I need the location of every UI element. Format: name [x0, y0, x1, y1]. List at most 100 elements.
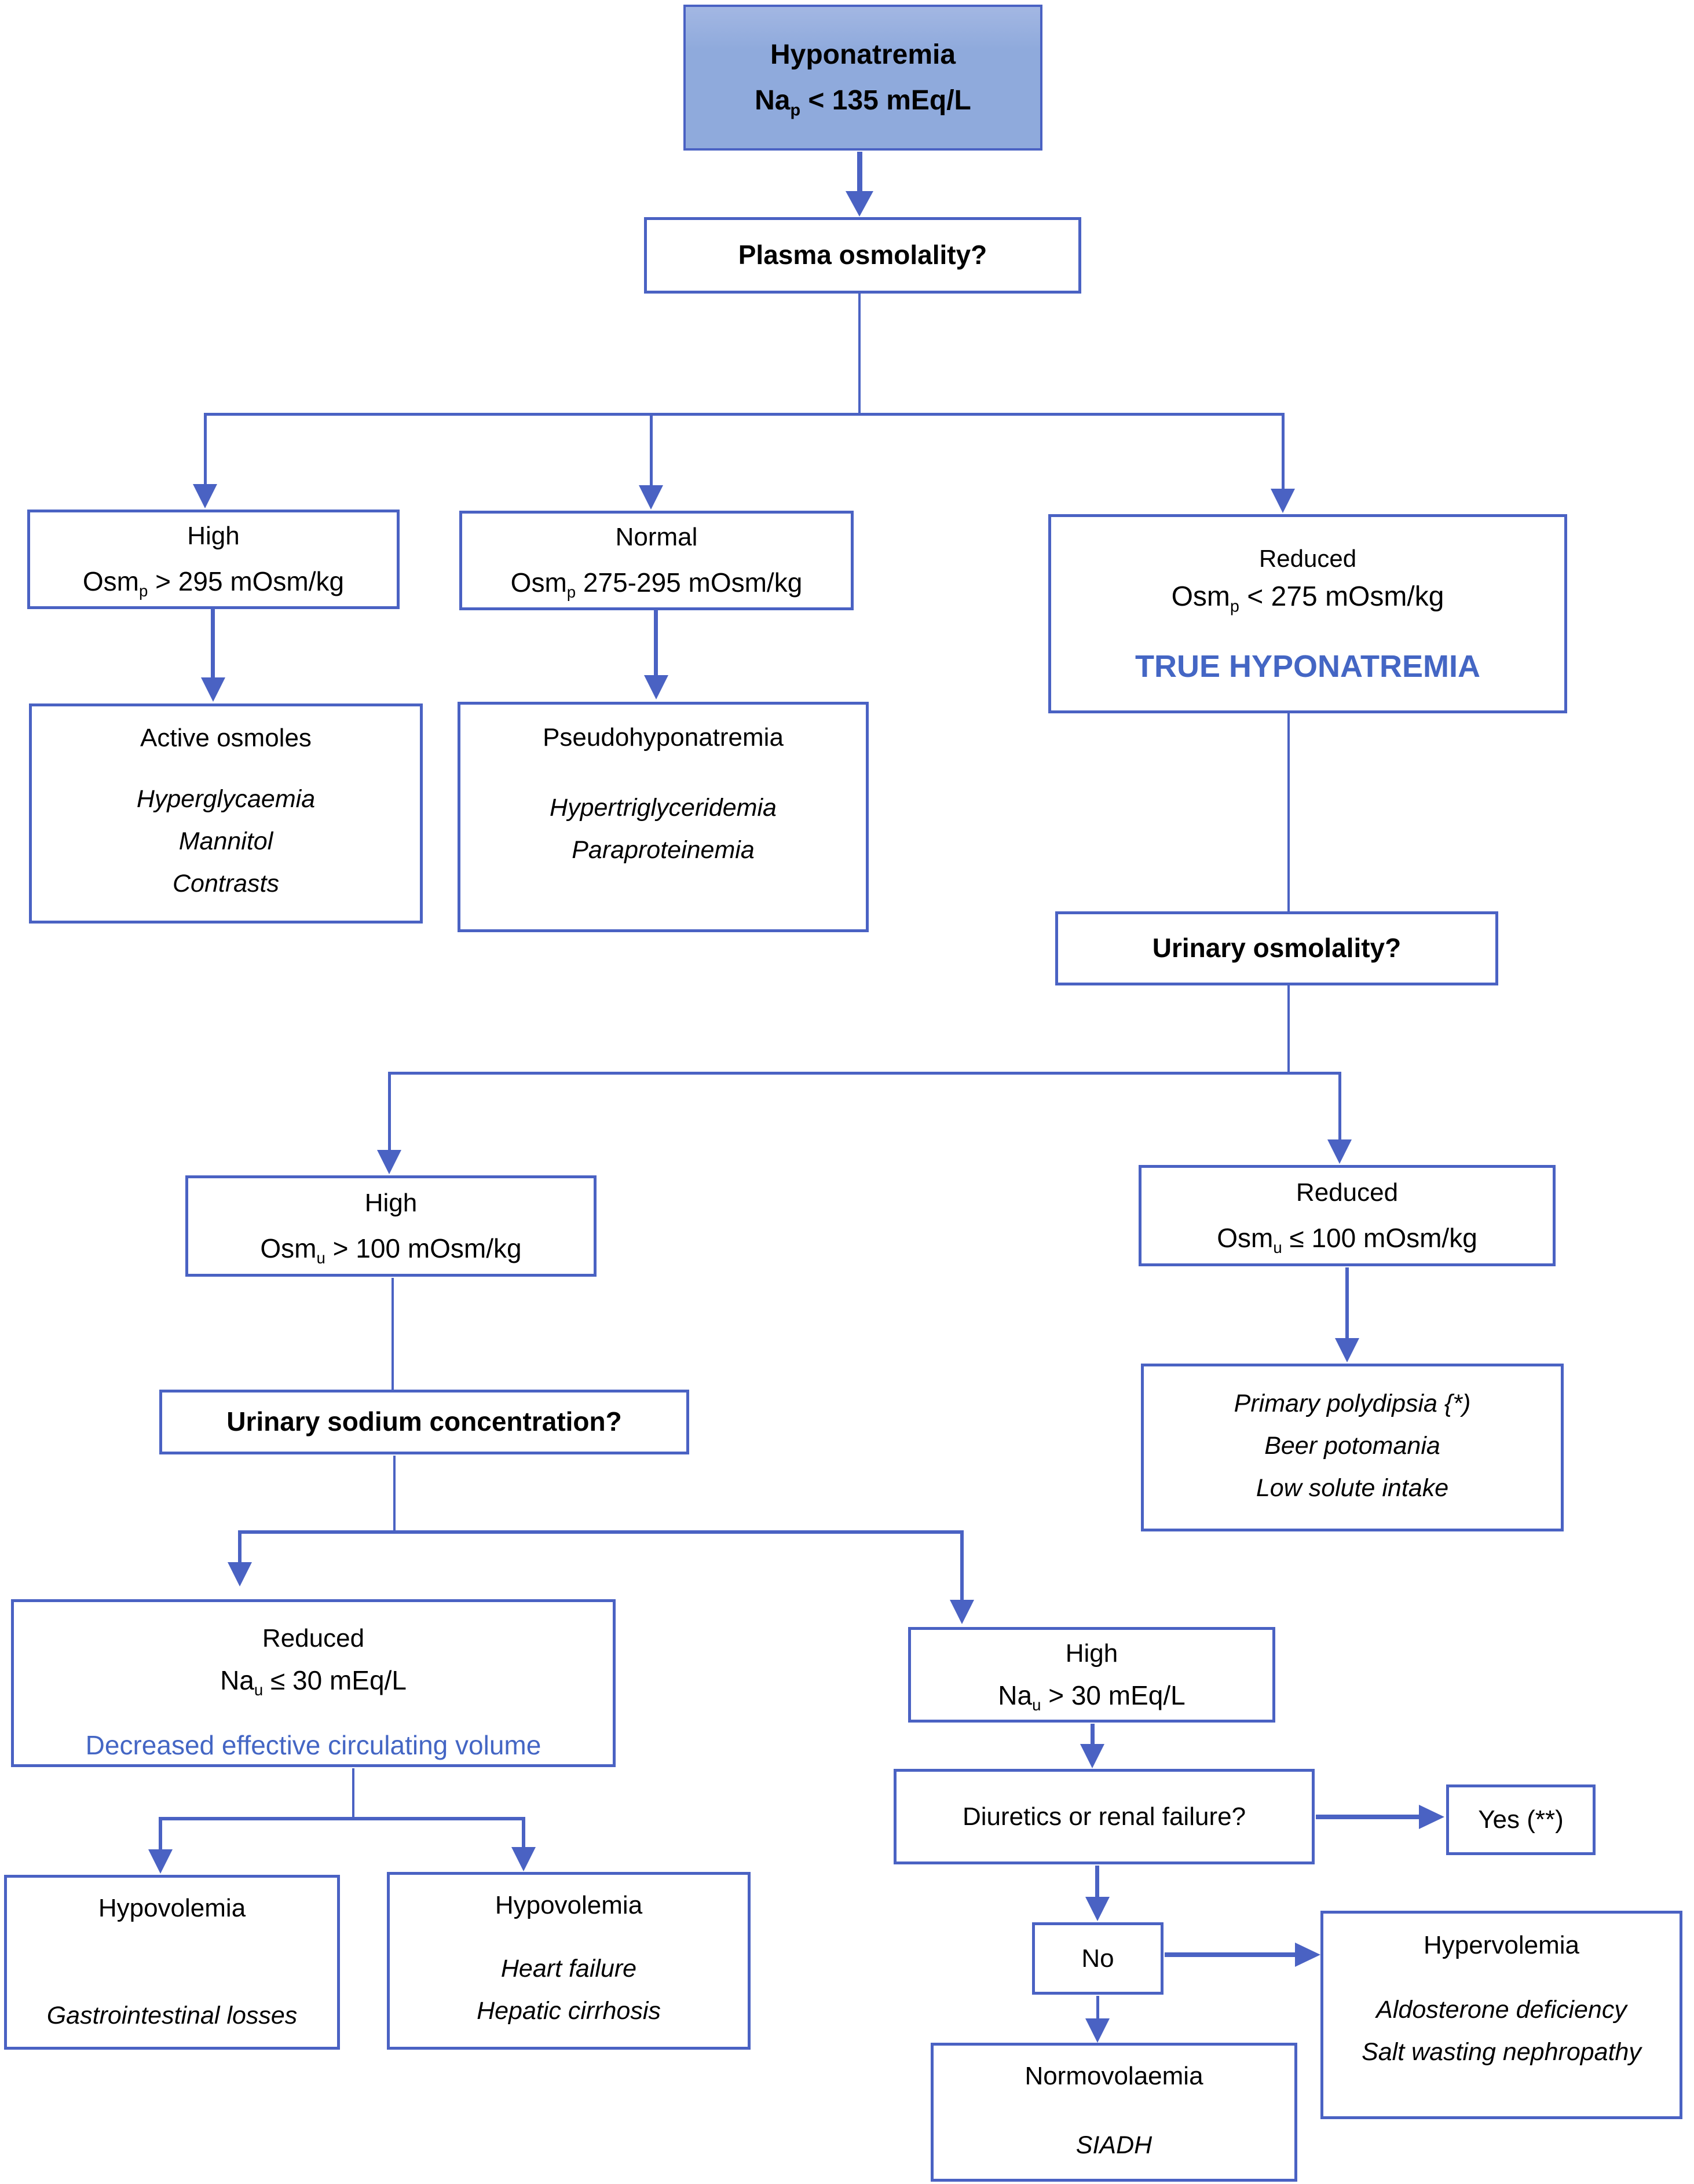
- list-item: Aldosterone deficiency: [1376, 1996, 1627, 2024]
- node-active-osmoles-title: Active osmoles: [140, 724, 312, 752]
- node-high-osmu-value: Osmu > 100 mOsm/kg: [260, 1233, 522, 1267]
- list-item: SIADH: [1075, 2131, 1152, 2159]
- list-item: Primary polydipsia {*): [1234, 1390, 1471, 1417]
- node-reduced-osmp-emphasis: TRUE HYPONATREMIA: [1135, 649, 1480, 684]
- list-item: Hyperglycaemia: [136, 785, 316, 813]
- node-normal-osmp-value: Osmp 275-295 mOsm/kg: [510, 567, 803, 602]
- connector-urinaryna-stem: [393, 1456, 396, 1530]
- node-urinary-sodium-label: Urinary sodium concentration?: [226, 1406, 622, 1437]
- connector-highnau-diuretics: [1091, 1724, 1095, 1745]
- connector-plasma-stem: [858, 294, 861, 414]
- node-reduced-osmu-value: Osmu ≤ 100 mOsm/kg: [1217, 1222, 1477, 1256]
- connector-reduced-urinaryosm: [1287, 713, 1290, 911]
- connector-no-hypervolemia: [1165, 1952, 1296, 1957]
- arrowhead-down: [644, 675, 668, 699]
- node-hypovolemia-cardiac-title: Hypovolemia: [495, 1891, 643, 1919]
- list-item: Low solute intake: [1256, 1474, 1449, 1502]
- node-yes-label: Yes (**): [1478, 1805, 1564, 1834]
- connector-reducedosmu-lowsolute: [1345, 1267, 1349, 1339]
- arrowhead-down: [1085, 2018, 1110, 2043]
- arrowhead-down: [1271, 489, 1295, 513]
- arrowhead-down: [201, 677, 225, 702]
- connector-urinaryosm-split: [389, 1072, 1341, 1075]
- node-hyponatremia-title: Hyponatremia: [770, 39, 956, 70]
- arrowhead-right: [1419, 1805, 1444, 1829]
- node-hyponatremia-value: Nap < 135 mEq/L: [755, 85, 971, 120]
- node-high-osmu: High Osmu > 100 mOsm/kg: [185, 1175, 597, 1277]
- node-high-nau-level: High: [1065, 1639, 1118, 1668]
- node-normovolaemia: Normovolaemia SIADH: [931, 2043, 1297, 2182]
- list-item: Gastrointestinal losses: [46, 2002, 298, 2029]
- node-reduced-nau: Reduced Nau ≤ 30 mEq/L Decreased effecti…: [11, 1599, 616, 1767]
- node-reduced-nau-emphasis: Decreased effective circulating volume: [85, 1730, 542, 1760]
- connector-to-hypovolemia-gi: [159, 1817, 162, 1850]
- node-low-solute: Primary polydipsia {*) Beer potomania Lo…: [1141, 1364, 1564, 1531]
- node-pseudohyponatremia: Pseudohyponatremia Hypertriglyceridemia …: [458, 702, 869, 932]
- connector-reducednau-stem: [352, 1768, 354, 1817]
- list-item: Heart failure: [500, 1955, 637, 1983]
- connector-highosmp-active: [211, 609, 215, 677]
- list-item: Paraproteinemia: [572, 836, 755, 864]
- connector-to-reduced-osmp: [1282, 413, 1285, 490]
- node-reduced-nau-value: Nau ≤ 30 mEq/L: [220, 1665, 407, 1699]
- list-item: Hepatic cirrhosis: [477, 1997, 661, 2025]
- arrowhead-down: [377, 1150, 401, 1174]
- node-high-nau: High Nau > 30 mEq/L: [908, 1627, 1275, 1723]
- node-urinary-osmolality-label: Urinary osmolality?: [1152, 933, 1402, 963]
- node-hypervolemia-title: Hypervolemia: [1424, 1931, 1579, 1959]
- node-active-osmoles: Active osmoles Hyperglycaemia Mannitol C…: [29, 703, 423, 924]
- node-hyponatremia: Hyponatremia Nap < 135 mEq/L: [683, 5, 1042, 151]
- list-item: Hypertriglyceridemia: [550, 794, 777, 822]
- arrowhead-down: [193, 484, 217, 508]
- node-diuretics-renal-label: Diuretics or renal failure?: [962, 1802, 1246, 1831]
- arrowhead-down: [1080, 1744, 1104, 1768]
- connector-diuretics-no: [1095, 1866, 1099, 1898]
- connector-start-plasma: [857, 152, 862, 192]
- node-yes: Yes (**): [1446, 1784, 1596, 1855]
- node-reduced-osmp-level: Reduced: [1258, 545, 1357, 572]
- connector-urinaryna-split: [240, 1530, 963, 1534]
- node-reduced-osmu: Reduced Osmu ≤ 100 mOsm/kg: [1139, 1165, 1556, 1266]
- connector-urinaryosm-stem: [1287, 985, 1290, 1073]
- connector-to-high-osmu: [388, 1072, 391, 1151]
- node-normovolaemia-title: Normovolaemia: [1025, 2062, 1203, 2090]
- arrowhead-down: [639, 485, 663, 510]
- node-high-osmp-level: High: [187, 522, 240, 550]
- node-high-osmp-value: Osmp > 295 mOsm/kg: [82, 566, 345, 600]
- node-hypervolemia: Hypervolemia Aldosterone deficiency Salt…: [1320, 1911, 1682, 2119]
- connector-to-high-nau: [960, 1530, 964, 1601]
- connector-to-normal-osmp: [650, 413, 653, 486]
- arrowhead-down: [1085, 1897, 1110, 1921]
- connector-to-hypovolemia-cardiac: [522, 1817, 525, 1848]
- node-plasma-osmolality: Plasma osmolality?: [644, 217, 1081, 294]
- list-item: Contrasts: [172, 870, 279, 897]
- arrowhead-down: [846, 191, 873, 217]
- node-hypovolemia-gi: Hypovolemia Gastrointestinal losses: [4, 1875, 340, 2050]
- node-normal-osmp-level: Normal: [615, 523, 698, 551]
- node-no: No: [1032, 1922, 1164, 1995]
- arrowhead-down: [1327, 1139, 1352, 1164]
- connector-normal-pseudo: [654, 610, 658, 676]
- node-hypovolemia-gi-title: Hypovolemia: [98, 1894, 246, 1922]
- node-urinary-sodium: Urinary sodium concentration?: [159, 1390, 689, 1454]
- connector-diuretics-yes: [1316, 1815, 1420, 1819]
- arrowhead-down: [950, 1600, 974, 1624]
- node-normal-osmp: Normal Osmp 275-295 mOsm/kg: [459, 511, 854, 610]
- node-reduced-osmp-value: Osmp < 275 mOsm/kg: [1171, 581, 1444, 616]
- list-item: Beer potomania: [1264, 1432, 1440, 1460]
- arrowhead-down: [511, 1847, 536, 1871]
- node-high-osmp: High Osmp > 295 mOsm/kg: [27, 510, 400, 609]
- node-reduced-osmp: Reduced Osmp < 275 mOsm/kg TRUE HYPONATR…: [1048, 514, 1567, 713]
- arrowhead-right: [1295, 1943, 1320, 1967]
- list-item: Salt wasting nephropathy: [1362, 2038, 1641, 2066]
- node-no-label: No: [1081, 1944, 1114, 1973]
- connector-plasma-split: [205, 413, 1284, 416]
- node-high-nau-value: Nau > 30 mEq/L: [998, 1680, 1186, 1714]
- node-urinary-osmolality: Urinary osmolality?: [1055, 911, 1498, 985]
- connector-no-normovolaemia: [1096, 1996, 1099, 2021]
- node-high-osmu-level: High: [364, 1188, 418, 1217]
- connector-reducednau-split: [160, 1817, 525, 1820]
- connector-highosmu-urinaryna: [392, 1278, 394, 1390]
- node-reduced-osmu-level: Reduced: [1296, 1178, 1399, 1207]
